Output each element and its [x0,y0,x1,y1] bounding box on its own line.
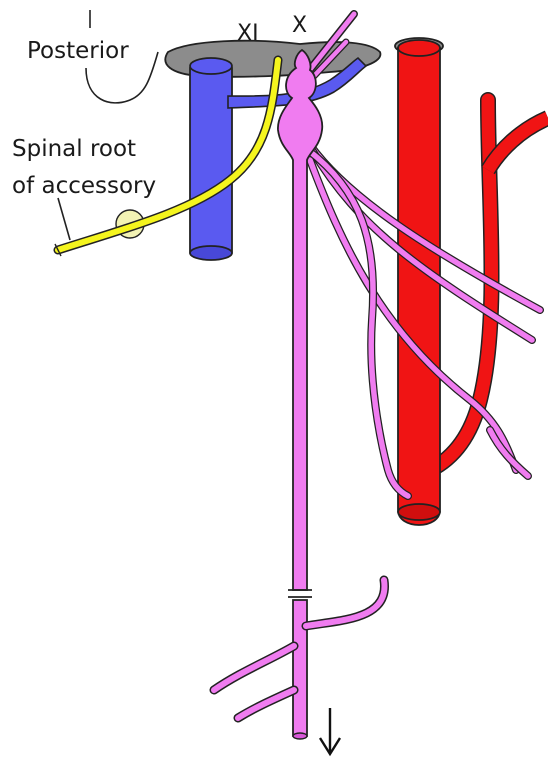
vagus-trunk [278,14,354,739]
vagus-trunk-end [293,733,307,739]
vagus-ganglia-and-trunk [278,50,322,590]
label-cranial-nerve-xi: XI [237,23,259,45]
lower-branch-2 [238,690,294,718]
jugular-vein-top-opening [190,58,232,74]
artery-main-trunk [398,48,440,525]
down-arrow-icon [320,708,340,754]
jugular-vein-bottom-opening [190,246,232,260]
vagus-trunk-lower [293,600,307,736]
artery-top-opening [398,40,440,56]
recurrent-branch [306,580,384,626]
label-posterior: Posterior [27,40,129,63]
label-spinal-root-line1: Spinal root [12,138,136,161]
carotid-artery [398,40,548,525]
label-cranial-nerve-x: X [292,15,307,37]
leader-line-spinal-root [58,198,70,240]
artery-bottom-opening [398,504,440,520]
label-spinal-root-line2: of accessory [12,175,156,198]
jugular-vein-body [190,68,232,260]
lower-branch-1 [214,646,294,690]
